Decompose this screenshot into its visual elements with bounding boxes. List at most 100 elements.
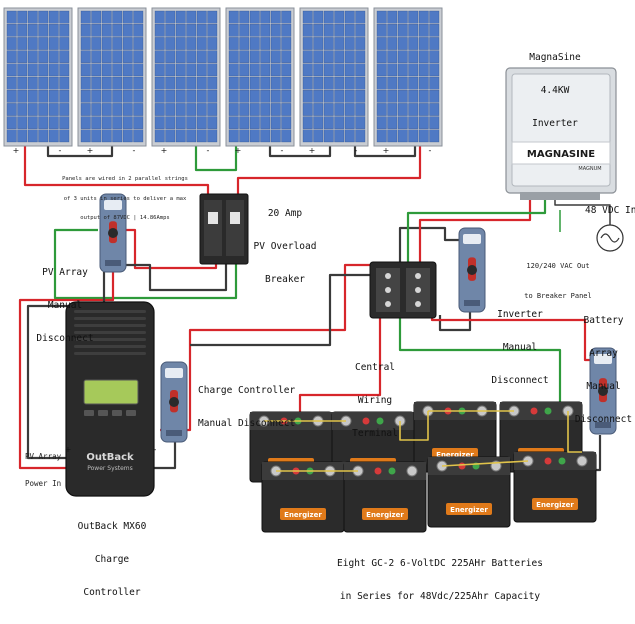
inverter-disconnect-line3: Disconnect: [491, 375, 549, 386]
solar-cell: [38, 63, 49, 77]
solar-cell: [207, 76, 218, 90]
solar-cell: [281, 50, 292, 63]
solar-cell: [27, 103, 38, 116]
ground-to-inverter-wire: [406, 200, 547, 262]
solar-cell: [186, 90, 197, 103]
battery-caption-line1: Eight GC-2 6-VoltDC 225AHr Batteries: [337, 558, 543, 569]
solar-cell: [101, 129, 112, 143]
solar-cell: [260, 90, 271, 103]
battery-label: [280, 508, 326, 520]
solar-cell: [249, 90, 260, 103]
battery-disconnect-label: Battery Array Manual Disconnect: [572, 293, 635, 447]
battery-cap: [374, 467, 382, 475]
inverter-disconnect: [458, 227, 486, 313]
battery-terminal: [406, 465, 418, 477]
solar-cell: [112, 103, 123, 116]
solar-cell: [186, 50, 197, 63]
solar-cell: [122, 90, 133, 103]
solar-cell: [344, 103, 355, 116]
solar-cell: [376, 116, 387, 129]
solar-panel: +-: [3, 7, 73, 155]
breaker-pole: [226, 200, 244, 256]
solar-cell: [281, 63, 292, 77]
charge-disconnect-label: Charge Controller Manual Disconnect: [198, 363, 308, 451]
solar-cell: [418, 76, 429, 90]
battery-caption-line2: in Series for 48Vdc/225Ahr Capacity: [339, 591, 541, 602]
solar-cell: [302, 10, 313, 24]
solar-cell: [6, 24, 17, 37]
solar-cell: [376, 50, 387, 63]
solar-cell: [6, 129, 17, 143]
solar-cell: [334, 116, 345, 129]
solar-cell: [207, 50, 218, 63]
inverter-title-line1: MagnaSine: [529, 52, 581, 63]
terminal-screw: [385, 301, 391, 307]
solar-cell: [408, 116, 419, 129]
controller-to-terminal-wire: [190, 273, 372, 347]
battery: Energizer: [427, 456, 511, 528]
solar-cell: [355, 37, 366, 50]
solar-cell: [207, 116, 218, 129]
disconnect-knob: [598, 386, 608, 396]
pv-disconnect-line3: Disconnect: [36, 333, 94, 344]
solar-cell: [302, 37, 313, 50]
disconnect-label-plate: [104, 200, 122, 210]
solar-cell: [323, 76, 334, 90]
solar-cell: [408, 10, 419, 24]
solar-cell: [207, 24, 218, 37]
solar-cell: [175, 63, 186, 77]
solar-cell: [270, 76, 281, 90]
solar-cell: [196, 90, 207, 103]
solar-cell: [80, 76, 91, 90]
solar-cell: [344, 50, 355, 63]
controller-brand: OutBack: [86, 452, 134, 463]
solar-cell: [418, 50, 429, 63]
battery-jumper-wire: [399, 411, 429, 441]
solar-cell: [418, 10, 429, 24]
solar-cell: [418, 37, 429, 50]
solar-cell: [27, 63, 38, 77]
solar-cell: [387, 10, 398, 24]
solar-cell: [387, 103, 398, 116]
solar-cell: [186, 103, 197, 116]
solar-cell: [154, 50, 165, 63]
solar-cell: [80, 37, 91, 50]
solar-cell: [249, 63, 260, 77]
solar-cell: [302, 90, 313, 103]
solar-cell: [48, 129, 59, 143]
solar-cell: [418, 103, 429, 116]
solar-cell: [6, 90, 17, 103]
solar-cell: [48, 50, 59, 63]
solar-cell: [397, 116, 408, 129]
inverter-title-line3: Inverter: [532, 118, 578, 129]
solar-cell: [249, 37, 260, 50]
solar-cell: [302, 76, 313, 90]
inverter-dc-in-label: 48 VDC In: [585, 205, 635, 216]
solar-cell: [270, 24, 281, 37]
solar-cell: [387, 129, 398, 143]
battery-brand: Energizer: [366, 511, 404, 519]
solar-cell: [313, 50, 324, 63]
terminal-screw: [385, 273, 391, 279]
solar-cell: [376, 76, 387, 90]
solar-cell: [408, 50, 419, 63]
solar-cell: [344, 63, 355, 77]
solar-cell: [186, 116, 197, 129]
charge-controller-line3: Controller: [83, 587, 141, 598]
solar-cell: [344, 10, 355, 24]
solar-cell: [408, 129, 419, 143]
solar-cell: [186, 24, 197, 37]
controller-button: [84, 410, 94, 416]
solar-cell: [408, 76, 419, 90]
central-terminal-line2: Wiring: [357, 395, 393, 406]
solar-cell: [281, 37, 292, 50]
ground-bus-wire: [53, 228, 238, 300]
solar-cell: [313, 24, 324, 37]
solar-cell: [260, 24, 271, 37]
solar-cell: [397, 10, 408, 24]
solar-cell: [334, 63, 345, 77]
solar-cell: [112, 76, 123, 90]
battery-top: [514, 452, 596, 470]
solar-cell: [101, 63, 112, 77]
